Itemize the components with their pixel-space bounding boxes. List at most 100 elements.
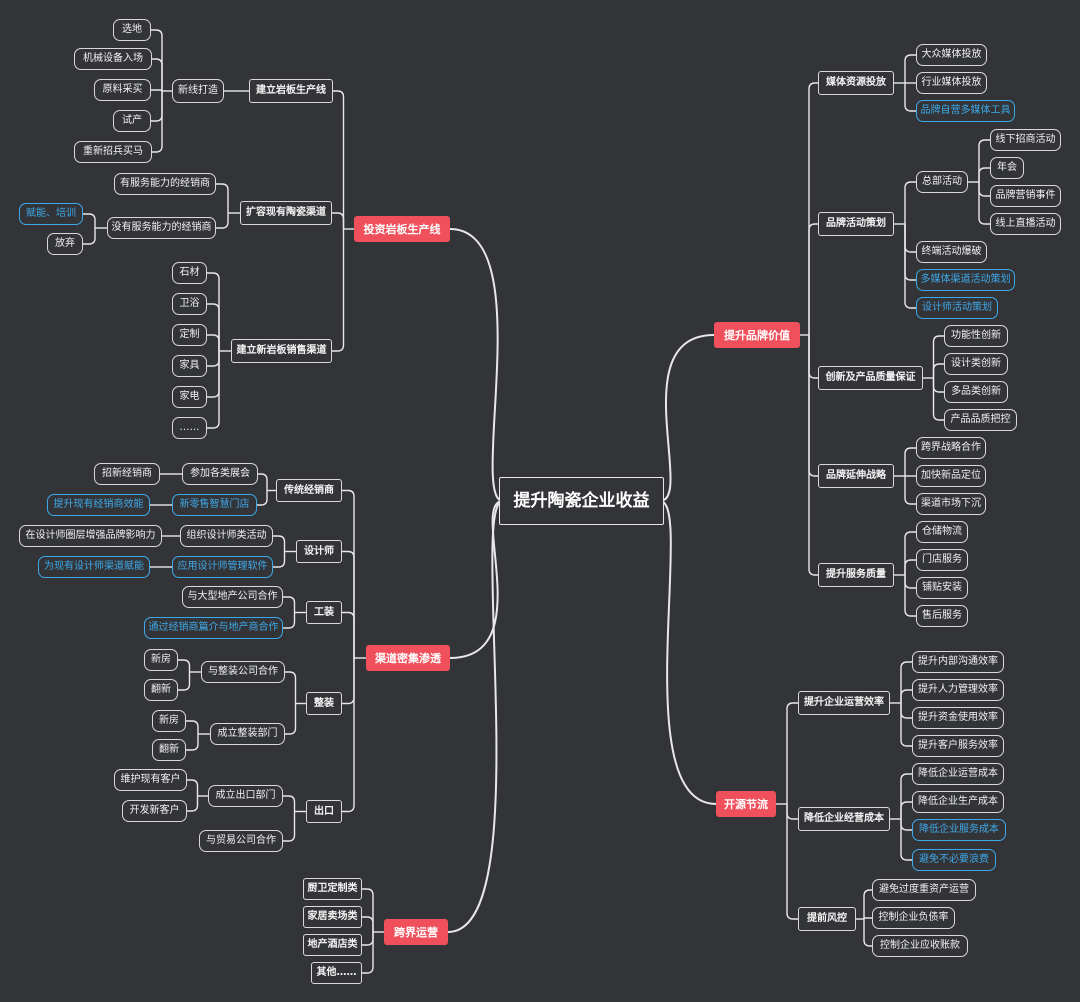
main-topic[interactable]: 开源节流 (716, 791, 776, 817)
subtopic[interactable]: 提升服务质量 (818, 563, 894, 587)
leaf-topic[interactable]: 线上直播活动 (990, 213, 1061, 235)
leaf-topic[interactable]: 多媒体渠道活动策划 (916, 269, 1015, 291)
leaf-topic[interactable]: 降低企业生产成本 (912, 791, 1004, 813)
leaf-topic[interactable]: 渠道市场下沉 (916, 493, 986, 515)
leaf-topic[interactable]: 避免过度重资产运营 (872, 879, 976, 901)
leaf-topic[interactable]: 有服务能力的经销商 (114, 173, 216, 195)
leaf-topic[interactable]: 新线打造 (172, 79, 224, 103)
leaf-topic[interactable]: 大众媒体投放 (916, 44, 987, 66)
main-topic[interactable]: 投资岩板生产线 (354, 216, 450, 242)
leaf-topic[interactable]: 与整装公司合作 (201, 661, 285, 683)
subtopic[interactable]: 设计师 (296, 540, 342, 563)
subtopic[interactable]: 出口 (306, 800, 342, 823)
leaf-topic[interactable]: 铺贴安装 (916, 577, 968, 599)
leaf-topic[interactable]: 家具 (172, 355, 207, 377)
leaf-topic[interactable]: 提升资金使用效率 (912, 707, 1004, 729)
leaf-topic[interactable]: 多品类创新 (944, 381, 1008, 403)
leaf-topic[interactable]: 加快新品定位 (916, 465, 986, 487)
leaf-topic[interactable]: 年会 (990, 157, 1024, 179)
subtopic[interactable]: 其他…… (311, 962, 362, 984)
leaf-topic[interactable]: 控制企业负债率 (872, 907, 955, 929)
connector-branch (342, 611, 355, 658)
connector-branch (285, 703, 297, 735)
root-topic[interactable]: 提升陶瓷企业收益 (499, 477, 664, 525)
leaf-topic[interactable]: 卫浴 (172, 293, 207, 315)
connector-branch (207, 351, 220, 367)
leaf-topic[interactable]: 行业媒体投放 (916, 72, 987, 94)
leaf-topic[interactable]: 降低企业运营成本 (912, 763, 1004, 785)
leaf-topic[interactable]: 仓储物流 (916, 521, 968, 543)
subtopic[interactable]: 建立新岩板销售渠道 (231, 339, 332, 363)
leaf-topic[interactable]: 线下招商活动 (990, 129, 1061, 151)
leaf-topic[interactable]: 石材 (172, 262, 207, 284)
subtopic[interactable]: 扩容现有陶瓷渠道 (240, 201, 332, 225)
subtopic[interactable]: 品牌活动策划 (818, 212, 894, 236)
leaf-topic[interactable]: 品牌自营多媒体工具 (916, 100, 1015, 122)
leaf-topic[interactable]: 降低企业服务成本 (912, 819, 1006, 841)
leaf-topic[interactable]: 组织设计师类活动 (180, 525, 273, 547)
main-topic[interactable]: 提升品牌价值 (714, 322, 800, 348)
leaf-topic[interactable]: 控制企业应收账款 (872, 935, 968, 957)
leaf-topic[interactable]: 与贸易公司合作 (199, 830, 283, 852)
subtopic[interactable]: 提前风控 (798, 907, 856, 931)
leaf-topic[interactable]: 新房 (152, 710, 186, 732)
subtopic[interactable]: 整装 (306, 692, 342, 715)
leaf-topic[interactable]: 在设计师圈层增强品牌影响力 (19, 525, 162, 547)
leaf-topic[interactable]: 产品品质把控 (944, 409, 1017, 431)
leaf-topic[interactable]: 试产 (113, 110, 151, 132)
subtopic[interactable]: 厨卫定制类 (303, 878, 362, 900)
connector-branch (178, 672, 191, 691)
leaf-topic[interactable]: 终端活动爆破 (916, 241, 987, 263)
subtopic[interactable]: 工装 (306, 601, 342, 624)
leaf-topic[interactable]: 成立出口部门 (208, 785, 283, 807)
leaf-topic[interactable]: 新房 (144, 649, 178, 671)
leaf-topic[interactable]: 翻新 (152, 739, 186, 761)
subtopic[interactable]: 地产酒店类 (303, 934, 362, 956)
connector-branch (978, 139, 990, 182)
leaf-topic[interactable]: 提升人力管理效率 (912, 679, 1004, 701)
leaf-topic[interactable]: 翻新 (144, 679, 178, 701)
leaf-topic[interactable]: 门店服务 (916, 549, 968, 571)
leaf-topic[interactable]: 放弃 (47, 233, 83, 255)
leaf-topic[interactable]: 新零售智慧门店 (172, 494, 257, 516)
leaf-topic[interactable]: 与大型地产公司合作 (182, 586, 283, 608)
leaf-topic[interactable]: …… (172, 417, 207, 439)
leaf-topic[interactable]: 提升客户服务效率 (912, 735, 1004, 757)
main-topic[interactable]: 跨界运营 (384, 919, 448, 945)
leaf-topic[interactable]: 赋能、培训 (19, 203, 83, 225)
leaf-topic[interactable]: 售后服务 (916, 605, 968, 627)
subtopic[interactable]: 媒体资源投放 (818, 71, 894, 95)
leaf-topic[interactable]: 成立整装部门 (210, 723, 285, 745)
main-topic[interactable]: 渠道密集渗透 (366, 645, 450, 671)
leaf-topic[interactable]: 避免不必要浪费 (912, 849, 996, 871)
leaf-topic[interactable]: 为现有设计师渠道赋能 (38, 556, 150, 578)
leaf-topic[interactable]: 定制 (172, 324, 207, 346)
subtopic[interactable]: 创新及产品质量保证 (818, 366, 923, 390)
leaf-topic[interactable]: 设计师活动策划 (916, 297, 998, 319)
leaf-topic[interactable]: 原料采买 (94, 79, 151, 101)
leaf-topic[interactable]: 维护现有客户 (114, 769, 187, 791)
leaf-topic[interactable]: 跨界战略合作 (916, 437, 986, 459)
subtopic[interactable]: 提升企业运营效率 (798, 691, 890, 715)
subtopic[interactable]: 品牌延伸战略 (818, 464, 894, 488)
leaf-topic[interactable]: 通过经销商篇介与地产商合作 (144, 617, 283, 639)
subtopic[interactable]: 家居卖场类 (303, 906, 362, 928)
subtopic[interactable]: 降低企业经营成本 (798, 807, 890, 831)
subtopic[interactable]: 建立岩板生产线 (249, 79, 333, 103)
leaf-topic[interactable]: 开发新客户 (122, 800, 187, 822)
leaf-topic[interactable]: 应用设计师管理软件 (172, 556, 273, 578)
leaf-topic[interactable]: 总部活动 (916, 171, 968, 193)
leaf-topic[interactable]: 功能性创新 (944, 325, 1008, 347)
leaf-topic[interactable]: 提升内部沟通效率 (912, 651, 1004, 673)
leaf-topic[interactable]: 提升现有经销商效能 (47, 494, 150, 516)
leaf-topic[interactable]: 家电 (172, 386, 207, 408)
leaf-topic[interactable]: 设计类创新 (944, 353, 1008, 375)
leaf-topic[interactable]: 品牌营销事件 (990, 185, 1061, 207)
subtopic[interactable]: 传统经销商 (276, 479, 342, 502)
leaf-topic[interactable]: 招新经销商 (94, 463, 160, 485)
leaf-topic[interactable]: 重新招兵买马 (74, 141, 152, 163)
leaf-topic[interactable]: 参加各类展会 (182, 463, 258, 485)
leaf-topic[interactable]: 没有服务能力的经销商 (107, 217, 216, 239)
leaf-topic[interactable]: 选地 (113, 19, 151, 41)
leaf-topic[interactable]: 机械设备入场 (74, 48, 152, 70)
